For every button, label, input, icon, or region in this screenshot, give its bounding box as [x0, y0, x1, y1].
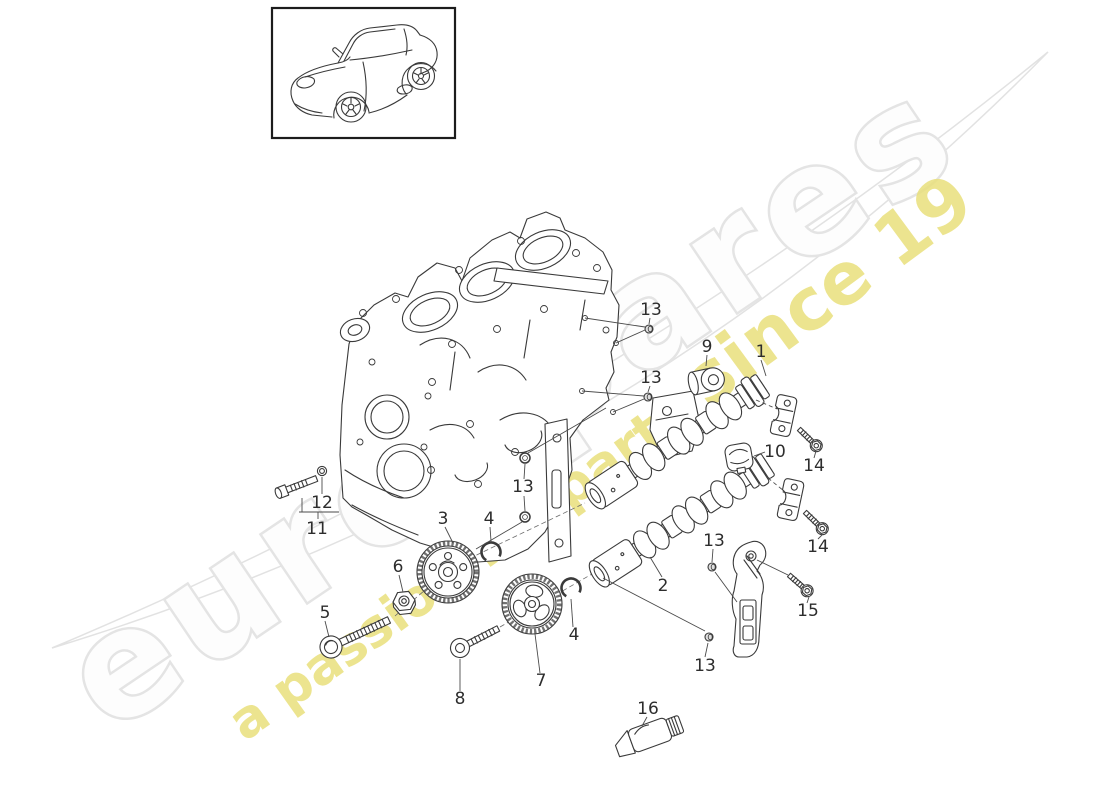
part-label-13-16: 13 [703, 531, 725, 551]
washer-12 [316, 465, 328, 477]
bolt-5 [319, 616, 392, 659]
part-label-7-7: 7 [536, 671, 547, 691]
part-label-6-6: 6 [393, 557, 404, 577]
screw-15 [784, 569, 817, 600]
cylinder-head-detail [339, 229, 619, 536]
part-label-13-13: 13 [640, 300, 662, 320]
vario-cam-sprocket-3 [416, 540, 480, 604]
part-label-12-12: 12 [311, 493, 333, 513]
bolt-11 [274, 475, 319, 499]
part-label-14-19: 14 [807, 537, 829, 557]
part-label-13-14: 13 [640, 368, 662, 388]
sealant-tube-16 [614, 715, 685, 758]
bearing-cap-2 [776, 477, 806, 522]
part-label-3-2: 3 [438, 509, 449, 529]
sealing-plug-13a [644, 324, 654, 334]
valve-tappet-10 [724, 442, 754, 475]
part-label-5-5: 5 [320, 603, 331, 623]
timing-sprocket-7 [501, 573, 563, 635]
sealing-plug-13e [704, 632, 714, 642]
screw-14a [794, 424, 826, 455]
sealing-plug-13d [707, 562, 717, 572]
chain-tensioner [731, 540, 767, 658]
cylinder-head-drawing [339, 211, 701, 563]
part-label-4-4: 4 [569, 625, 580, 645]
car-thumbnail-box [270, 6, 457, 140]
bearing-cap-1 [769, 393, 799, 438]
sealing-plug-13b [643, 392, 653, 402]
sealing-ring-13c-lower [519, 511, 531, 523]
chain-guide-support [544, 418, 572, 563]
leader-lines [299, 317, 823, 727]
hex-nut-6 [392, 590, 417, 616]
part-label-4-3: 4 [484, 509, 495, 529]
part-label-14-18: 14 [803, 456, 825, 476]
part-label-2-1: 2 [658, 576, 669, 596]
car-drawing [290, 24, 438, 123]
part-label-13-17: 13 [694, 656, 716, 676]
part-label-10-10: 10 [764, 442, 786, 462]
part-label-1-0: 1 [756, 342, 767, 362]
bolt-8 [449, 625, 501, 659]
screw-14b [800, 507, 832, 538]
part-label-16-21: 16 [637, 699, 659, 719]
part-label-8-8: 8 [455, 689, 466, 709]
part-label-15-20: 15 [797, 601, 819, 621]
valve-tappet-9 [687, 367, 725, 396]
snap-ring-4b [556, 573, 586, 603]
sealing-ring-13c-upper [519, 452, 531, 464]
part-label-9-9: 9 [702, 337, 713, 357]
part-label-11-11: 11 [306, 519, 328, 539]
part-label-13-15: 13 [512, 477, 534, 497]
